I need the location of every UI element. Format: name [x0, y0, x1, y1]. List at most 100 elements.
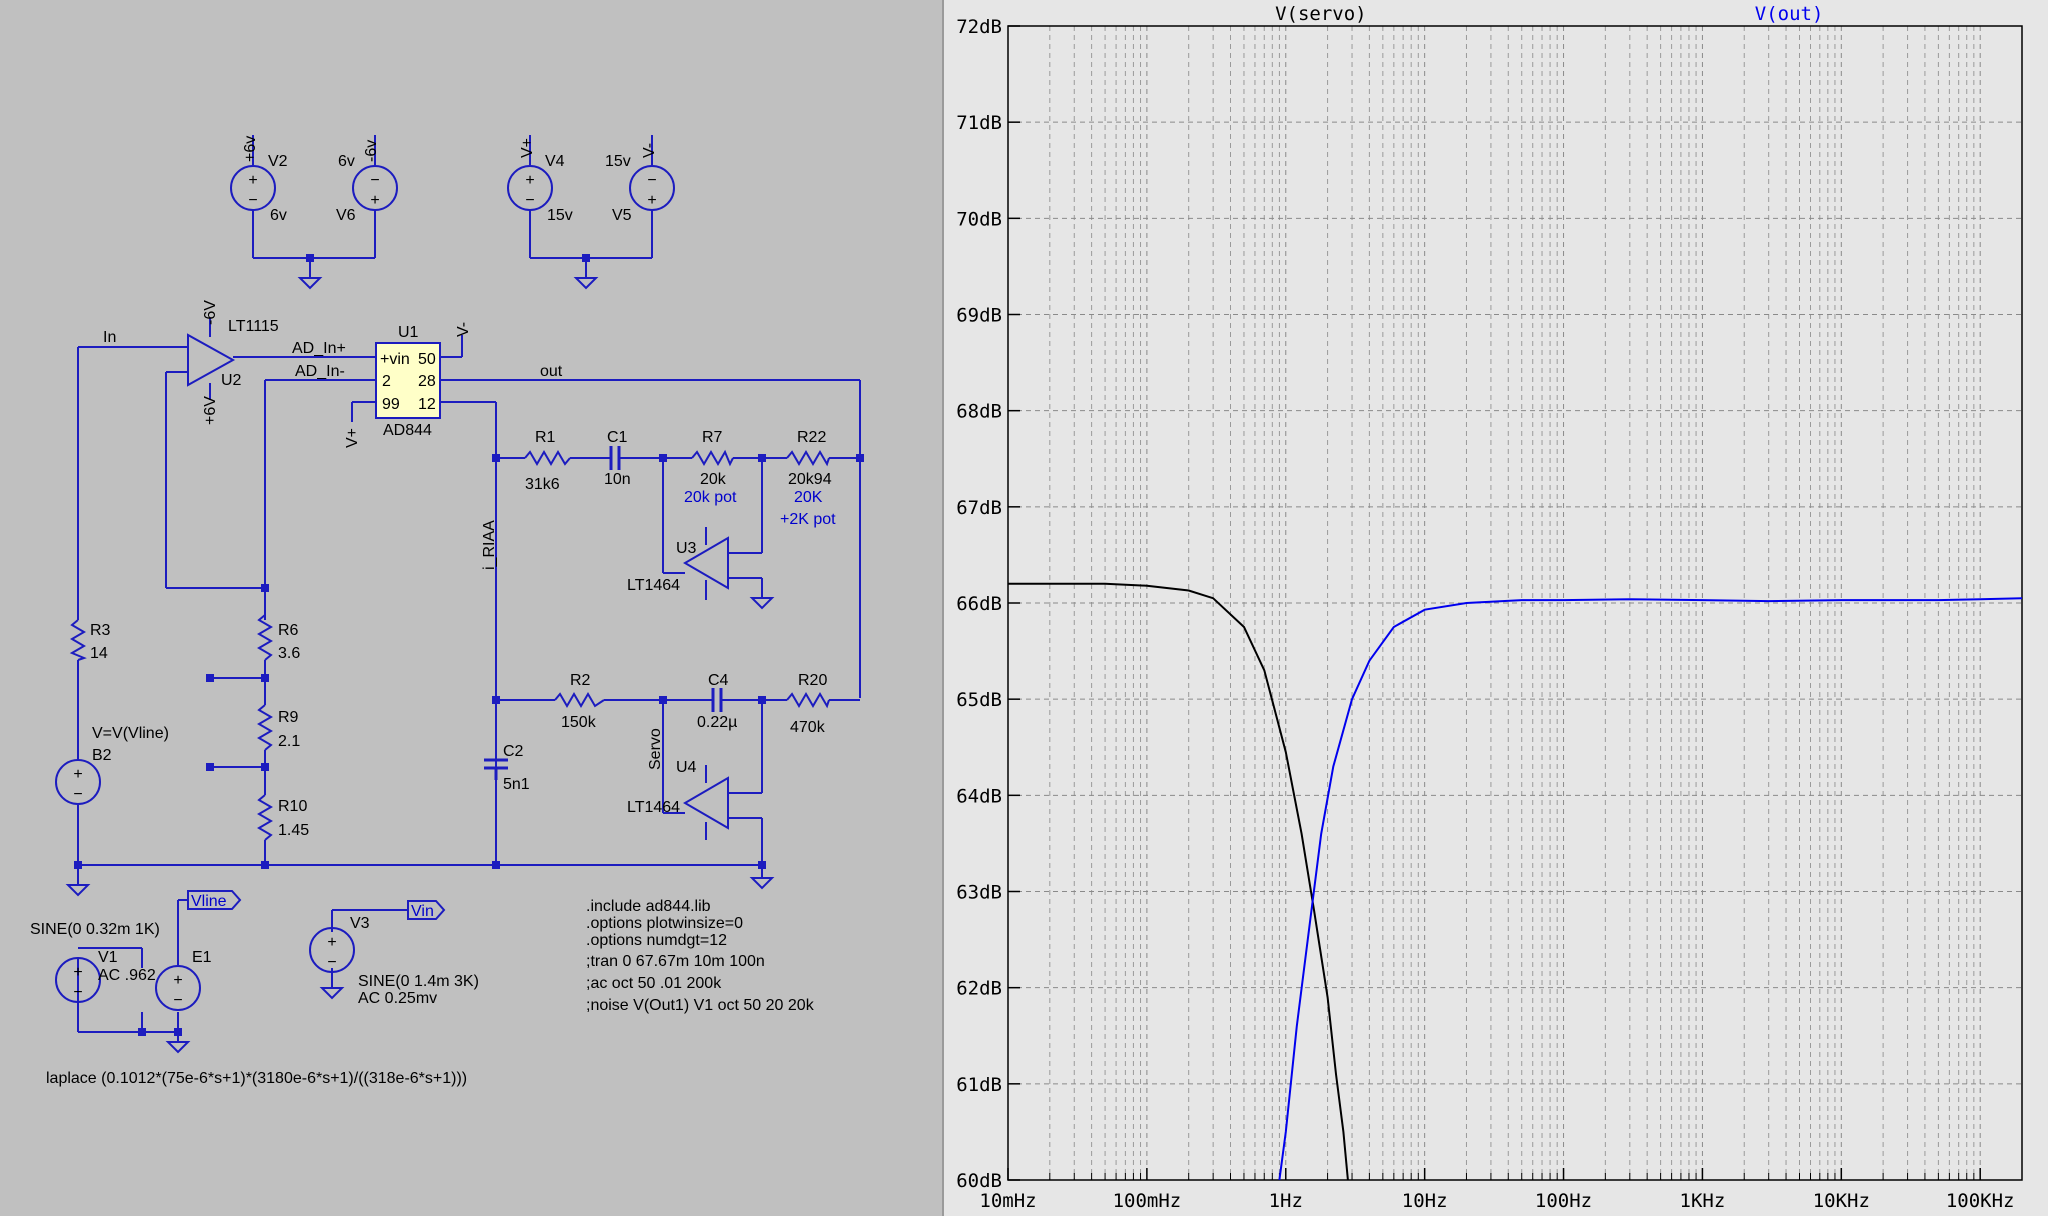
- u2-name: U2: [221, 372, 242, 389]
- v2-net: +6v: [242, 136, 259, 162]
- y-tick-label: 64dB: [956, 785, 1002, 807]
- r7-note: 20k pot: [684, 489, 737, 506]
- c2-value: 5n1: [503, 776, 530, 793]
- u3-model: LT1464: [627, 577, 680, 594]
- r3-name: R3: [90, 622, 111, 639]
- v5-plus-sign: +: [647, 192, 656, 209]
- x-tick-label: 1KHz: [1680, 1190, 1726, 1212]
- v3-value: SINE(0 1.4m 3K): [358, 973, 479, 990]
- spice-directives[interactable]: .include ad844.lib .options plotwinsize=…: [586, 898, 815, 1014]
- b2-name: B2: [92, 747, 112, 764]
- r22-name: R22: [797, 429, 826, 446]
- e1-laplace: laplace (0.1012*(75e-6*s+1)*(3180e-6*s+1…: [46, 1070, 467, 1087]
- ad844-block[interactable]: [375, 342, 441, 419]
- v3-plus-sign: +: [327, 934, 336, 951]
- y-tick-label: 61dB: [956, 1074, 1002, 1096]
- series-label-0[interactable]: V(servo): [1275, 3, 1367, 25]
- b2-plus-sign: +: [73, 766, 82, 783]
- r20-value: 470k: [790, 719, 826, 736]
- x-tick-label: 100KHz: [1946, 1190, 2015, 1212]
- r10-name: R10: [278, 798, 307, 815]
- series-line-0: [1008, 582, 1349, 1181]
- series-label-1[interactable]: V(out): [1755, 3, 1824, 25]
- u1-pin-50: 50: [418, 351, 436, 368]
- y-tick-label: 60dB: [956, 1170, 1002, 1192]
- u3-name: U3: [676, 540, 697, 557]
- net-servo: Servo: [647, 728, 664, 770]
- v6-value: 6v: [338, 153, 355, 170]
- directive-line: .options numdgt=12: [586, 932, 727, 949]
- v3-name: V3: [350, 915, 370, 932]
- v2-name: V2: [268, 153, 288, 170]
- x-tick-label: 10KHz: [1813, 1190, 1870, 1212]
- y-tick-label: 72dB: [956, 16, 1002, 38]
- x-tick-label: 100Hz: [1535, 1190, 1592, 1212]
- b2-minus-sign: −: [73, 786, 82, 803]
- y-tick-label: 65dB: [956, 689, 1002, 711]
- directive-line: ;ac oct 50 .01 200k: [586, 975, 722, 992]
- r2-name: R2: [570, 672, 591, 689]
- v1-plus-sign: +: [73, 964, 82, 981]
- u1-pin-12: 12: [418, 396, 436, 413]
- directive-line: .include ad844.lib: [586, 898, 711, 915]
- v1-value: SINE(0 0.32m 1K): [30, 921, 160, 938]
- v4-minus-sign: −: [525, 192, 534, 209]
- directive-line: .options plotwinsize=0: [586, 915, 743, 932]
- v3-ac: AC 0.25mv: [358, 990, 437, 1007]
- v5-minus-sign: −: [647, 172, 656, 189]
- net-ad-in-minus: AD_In-: [295, 363, 345, 380]
- r1-value: 31k6: [525, 476, 560, 493]
- u1-name: U1: [398, 324, 419, 341]
- v6-name: V6: [336, 207, 356, 224]
- v2-value: 6v: [270, 207, 287, 224]
- u1-net-vminus: V-: [455, 322, 472, 337]
- r2-value: 150k: [561, 714, 597, 731]
- u1-net-vplus: V+: [344, 428, 361, 448]
- plot-frame: [1007, 25, 2023, 1181]
- u2-model: LT1115: [228, 318, 279, 335]
- r6-name: R6: [278, 622, 299, 639]
- r1-name: R1: [535, 429, 556, 446]
- r20-name: R20: [798, 672, 827, 689]
- net-in: In: [103, 329, 116, 346]
- v4-plus-sign: +: [525, 172, 534, 189]
- r9-name: R9: [278, 709, 299, 726]
- directive-line: ;tran 0 67.67m 10m 100n: [586, 953, 765, 970]
- u4-name: U4: [676, 759, 697, 776]
- e1-plus-sign: +: [173, 972, 182, 989]
- r6-value: 3.6: [278, 645, 300, 662]
- y-tick-label: 67dB: [956, 497, 1002, 519]
- c2-name: C2: [503, 743, 524, 760]
- x-tick-label: 10Hz: [1402, 1190, 1448, 1212]
- net-ad-in-plus: AD_In+: [292, 340, 346, 357]
- y-tick-label: 68dB: [956, 401, 1002, 423]
- directive-line: ;noise V(Out1) V1 oct 50 20 20k: [586, 997, 815, 1014]
- schematic-pane[interactable]: V2 6v +6v 6v V6 -6v V4 15v V+ 15v V5 V- …: [0, 0, 942, 1216]
- net-vin: Vin: [411, 903, 434, 920]
- y-tick-label: 62dB: [956, 978, 1002, 1000]
- v5-value: 15v: [605, 153, 631, 170]
- u2-supply-top: -6V: [202, 300, 219, 325]
- y-tick-label: 66dB: [956, 593, 1002, 615]
- u1-pin-vin: +vin: [380, 351, 410, 368]
- v4-value: 15v: [547, 207, 573, 224]
- schematic-canvas[interactable]: V2 6v +6v 6v V6 -6v V4 15v V+ 15v V5 V- …: [0, 0, 942, 1216]
- u1-pin-99: 99: [382, 396, 400, 413]
- v6-minus-sign: −: [370, 172, 379, 189]
- v5-net: V-: [641, 143, 658, 158]
- u1-pin-2: 2: [382, 373, 391, 390]
- u1-pin-28: 28: [418, 373, 436, 390]
- e1-name: E1: [192, 949, 212, 966]
- r3-value: 14: [90, 645, 108, 662]
- c1-name: C1: [607, 429, 628, 446]
- u2-supply-bottom: +6V: [202, 396, 219, 425]
- v5-name: V5: [612, 207, 632, 224]
- net-out: out: [540, 363, 563, 380]
- v4-name: V4: [545, 153, 565, 170]
- b2-value: V=V(Vline): [92, 725, 169, 742]
- v1-minus-sign: −: [73, 984, 82, 1001]
- v4-net: V+: [519, 138, 536, 158]
